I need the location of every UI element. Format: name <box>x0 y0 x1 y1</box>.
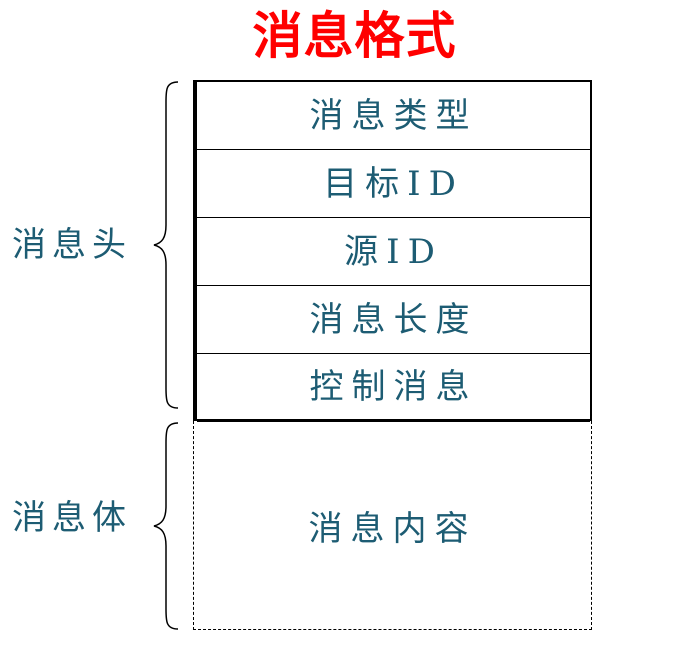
message-header-box: 消息类型 目标ID 源ID 消息长度 控制消息 <box>193 80 592 422</box>
header-brace-icon <box>153 81 179 409</box>
field-source-id: 源ID <box>197 218 590 286</box>
body-side-label: 消息体 <box>12 498 132 538</box>
body-brace-icon <box>153 422 179 630</box>
field-message-content: 消息内容 <box>308 508 477 549</box>
field-target-id: 目标ID <box>197 150 590 218</box>
field-control-message: 控制消息 <box>197 354 590 422</box>
field-message-length: 消息长度 <box>197 286 590 354</box>
diagram-title: 消息格式 <box>252 7 457 65</box>
message-body-box: 消息内容 <box>193 421 592 630</box>
header-side-label: 消息头 <box>12 225 132 265</box>
field-message-type: 消息类型 <box>197 82 590 150</box>
